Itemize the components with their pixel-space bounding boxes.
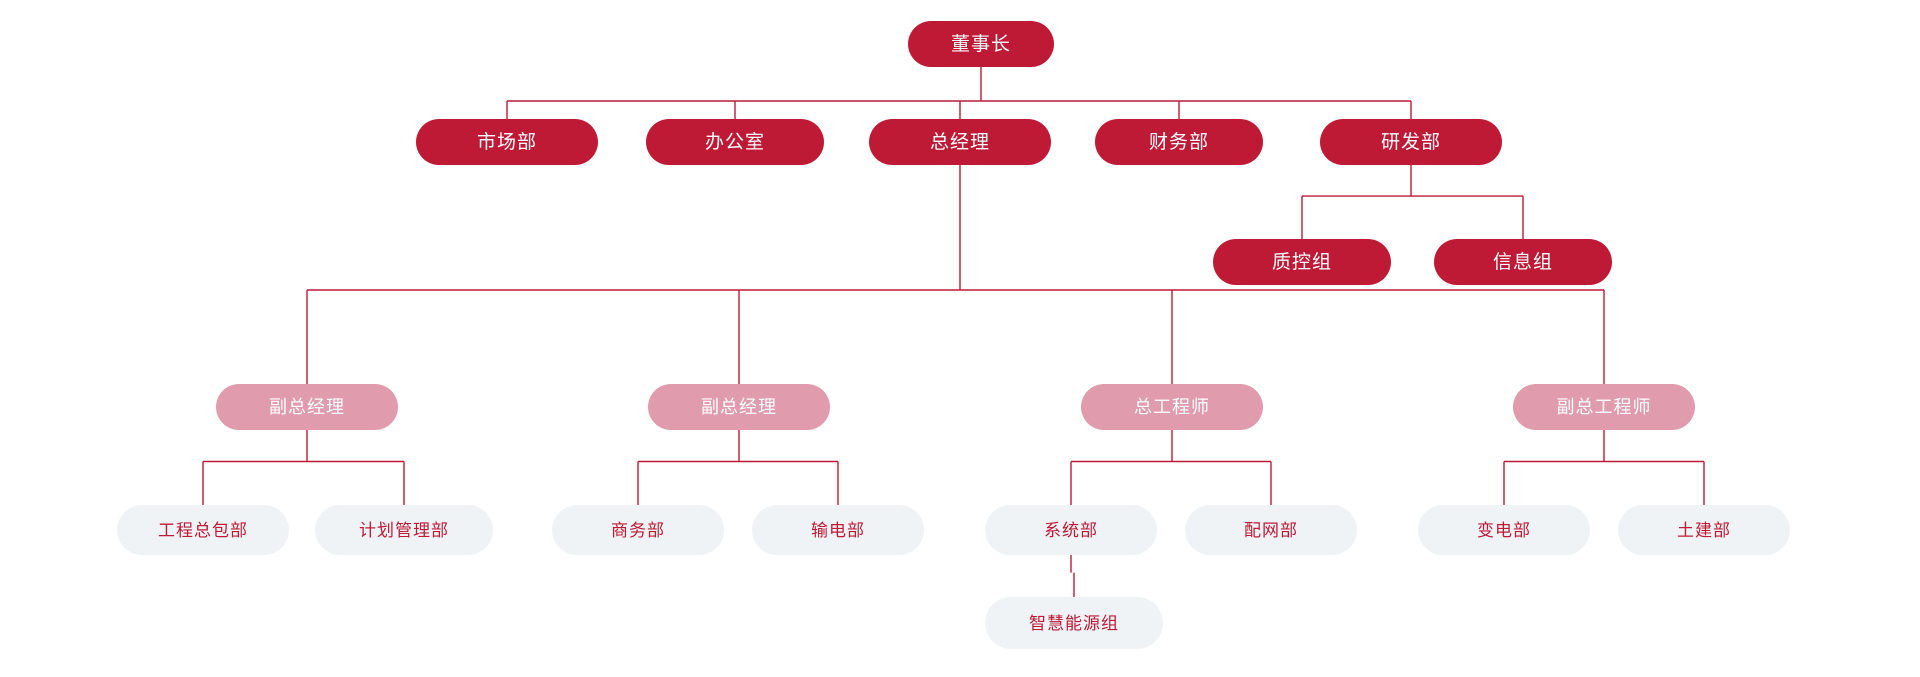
org-node-qc-group[interactable]: 质控组	[1213, 239, 1391, 285]
org-node-label: 变电部	[1477, 520, 1531, 540]
org-node-general-manager[interactable]: 总经理	[869, 119, 1051, 165]
org-node-label: 总经理	[929, 131, 990, 153]
org-node-label: 研发部	[1380, 131, 1441, 153]
org-node-marketing[interactable]: 市场部	[416, 119, 598, 165]
org-node-planning-dept[interactable]: 计划管理部	[315, 505, 493, 555]
org-node-label: 副总经理	[701, 397, 777, 417]
org-node-label: 计划管理部	[359, 520, 449, 540]
org-node-label: 市场部	[476, 131, 537, 153]
org-node-label: 商务部	[611, 520, 665, 540]
org-node-label: 系统部	[1044, 520, 1098, 540]
org-node-commerce-dept[interactable]: 商务部	[552, 505, 724, 555]
org-node-system-dept[interactable]: 系统部	[985, 505, 1157, 555]
org-node-label: 财务部	[1148, 131, 1209, 153]
org-node-deputy-chief-eng[interactable]: 副总工程师	[1513, 384, 1695, 430]
org-node-label: 副总经理	[269, 397, 345, 417]
org-node-chairman[interactable]: 董事长	[908, 21, 1054, 67]
org-node-label: 配网部	[1244, 520, 1298, 540]
org-node-label: 信息组	[1492, 251, 1553, 273]
org-node-label: 副总工程师	[1556, 397, 1652, 417]
org-node-civil-dept[interactable]: 土建部	[1618, 505, 1790, 555]
org-node-rnd[interactable]: 研发部	[1320, 119, 1502, 165]
org-node-label: 输电部	[811, 520, 865, 540]
org-node-office[interactable]: 办公室	[646, 119, 824, 165]
org-node-substation[interactable]: 变电部	[1418, 505, 1590, 555]
org-node-info-group[interactable]: 信息组	[1434, 239, 1612, 285]
org-node-label: 办公室	[704, 131, 765, 153]
org-node-chief-engineer[interactable]: 总工程师	[1081, 384, 1263, 430]
org-node-deputy-gm-1[interactable]: 副总经理	[216, 384, 398, 430]
org-node-distribution[interactable]: 配网部	[1185, 505, 1357, 555]
org-node-label: 董事长	[950, 33, 1011, 55]
org-node-label: 质控组	[1271, 251, 1332, 273]
org-node-label: 智慧能源组	[1029, 613, 1119, 633]
org-node-smart-energy[interactable]: 智慧能源组	[985, 597, 1163, 649]
org-node-finance[interactable]: 财务部	[1095, 119, 1263, 165]
org-node-label: 总工程师	[1134, 397, 1210, 417]
org-node-transmission[interactable]: 输电部	[752, 505, 924, 555]
org-node-label: 土建部	[1677, 520, 1731, 540]
org-node-deputy-gm-2[interactable]: 副总经理	[648, 384, 830, 430]
org-node-epc-dept[interactable]: 工程总包部	[117, 505, 289, 555]
org-node-label: 工程总包部	[158, 520, 248, 540]
